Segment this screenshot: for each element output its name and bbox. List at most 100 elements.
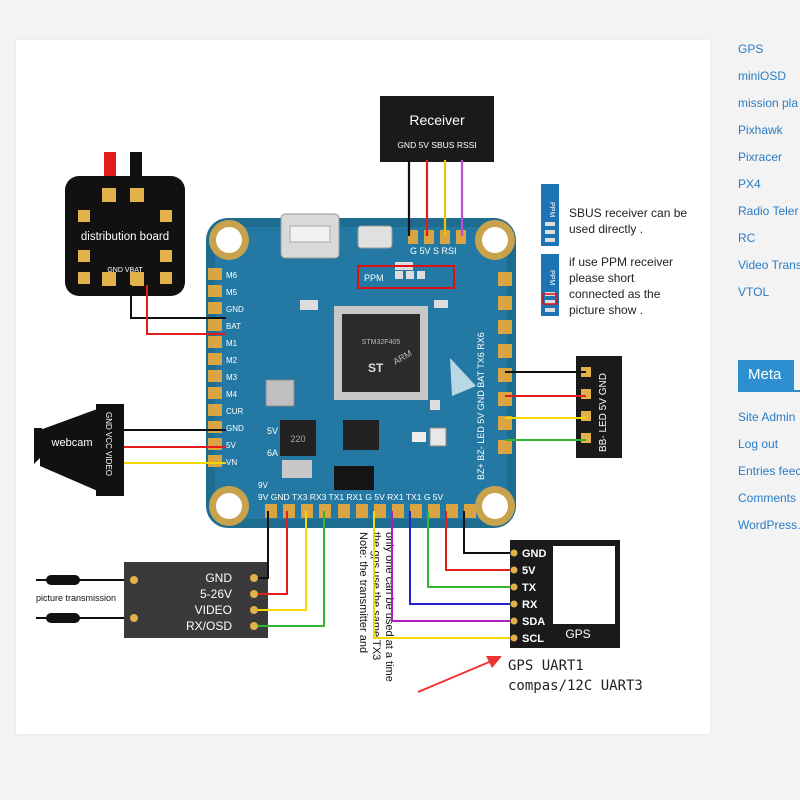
left-pad [208, 370, 222, 382]
left-pad [208, 353, 222, 365]
svg-text:PPM: PPM [548, 202, 555, 217]
left-pad [208, 421, 222, 433]
left-pad [208, 336, 222, 348]
svg-text:SDA: SDA [522, 616, 545, 628]
ppm-highlight-box [357, 265, 455, 289]
svg-text:Receiver: Receiver [409, 112, 465, 128]
sidebar-link[interactable]: GPS [738, 42, 764, 56]
mounting-hole [209, 486, 249, 526]
sidebar-link[interactable]: Video Trans [738, 258, 800, 272]
webcam-wires [124, 429, 226, 464]
meta-heading: Meta [738, 360, 794, 390]
svg-text:GND: GND [205, 571, 232, 585]
sidebar-link[interactable]: Radio Teler [738, 204, 799, 218]
fc-receiver-pad-labels: G 5V S RSI [410, 246, 457, 256]
svg-text:GND: GND [522, 548, 547, 560]
bottom-pad-group: 9V GND TX3 RX3 TX1 RX1 G 5V RX1 TX1 G 5V [258, 492, 476, 518]
svg-text:GND 5V SBUS RSSI: GND 5V SBUS RSSI [397, 140, 476, 150]
receiver-wires [407, 160, 464, 236]
sidebar-link[interactable]: miniOSD [738, 69, 787, 83]
svg-text:BB- LED 5V GND: BB- LED 5V GND [598, 373, 609, 452]
content-card: STM32F405 ARM ST 220 5V 6A 9V PPM G 5V S… [16, 40, 710, 734]
svg-text:webcam: webcam [51, 437, 93, 449]
ppm-jumper-icon: PPM [541, 254, 559, 316]
sbus-jumper-icon: PPM [541, 184, 559, 246]
led-wires [505, 371, 586, 441]
wiring-diagram-image: STM32F405 ARM ST 220 5V 6A 9V PPM G 5V S… [34, 96, 687, 694]
svg-text:5-26V: 5-26V [200, 587, 232, 601]
mcu-chip: STM32F405 ARM ST [334, 306, 428, 400]
svg-text:220: 220 [290, 434, 305, 444]
svg-text:PPM: PPM [364, 273, 384, 283]
webcam-module: webcam GND VCC VIDEO [34, 404, 124, 496]
left-pad-label: 5V [226, 441, 236, 450]
mounting-hole [475, 486, 515, 526]
sidebar-link[interactable]: mission pla [738, 96, 799, 110]
vtx-wires [258, 511, 325, 627]
svg-text:TX: TX [522, 582, 537, 594]
receiver-module: Receiver GND 5V SBUS RSSI [380, 96, 494, 162]
left-pad-label: GND [226, 305, 244, 314]
left-pad-label: M3 [226, 373, 238, 382]
gps-module: GPS GND 5V TX RX SDA SCL [510, 540, 620, 648]
sidebar-link[interactable]: Pixhawk [738, 123, 783, 137]
left-pad-label: M5 [226, 288, 238, 297]
svg-text:distribution board: distribution board [81, 231, 169, 243]
video-transmitter: picture transmission GND 5-26V VIDEO RX/… [36, 562, 268, 638]
svg-text:RX: RX [522, 599, 538, 611]
left-pad [208, 404, 222, 416]
mounting-hole [209, 220, 249, 260]
svg-text:ST: ST [368, 361, 384, 375]
left-pad-label: BAT [226, 322, 241, 331]
distribution-wires [130, 285, 226, 335]
svg-text:9V GND TX3 RX3 TX1 RX1 G 5V RX: 9V GND TX3 RX3 TX1 RX1 G 5V RX1 TX1 G 5V [258, 492, 444, 502]
distribution-board: distribution board GND VBAT [65, 152, 185, 296]
gps-arrow [417, 656, 502, 693]
left-pad-label: M1 [226, 339, 238, 348]
svg-text:STM32F405: STM32F405 [362, 339, 401, 346]
left-pad-label: M4 [226, 390, 238, 399]
sidebar-link[interactable]: VTOL [738, 285, 770, 299]
meta-link[interactable]: Log out [738, 437, 779, 451]
transmitter-gps-note: Note: the transmitter andthe gps use the… [357, 532, 395, 682]
svg-text:VIDEO: VIDEO [195, 603, 232, 617]
meta-link[interactable]: Entries feec [738, 464, 800, 478]
left-pad [208, 387, 222, 399]
sidebar-link[interactable]: RC [738, 231, 756, 245]
svg-text:PPM: PPM [548, 270, 555, 285]
svg-text:RX/OSD: RX/OSD [186, 619, 232, 633]
flight-controller-board: STM32F405 ARM ST 220 5V 6A 9V PPM G 5V S… [206, 213, 516, 528]
svg-text:SCL: SCL [522, 633, 544, 645]
svg-text:9V: 9V [258, 481, 268, 490]
svg-text:GPS: GPS [565, 627, 590, 641]
svg-text:5V: 5V [267, 426, 278, 436]
meta-link[interactable]: Site Admin [738, 410, 796, 424]
left-pad [208, 438, 222, 450]
meta-link[interactable]: WordPress. [738, 518, 800, 532]
svg-text:5V: 5V [522, 565, 536, 577]
left-pad-label: M6 [226, 271, 238, 280]
sidebar-link[interactable]: Pixracer [738, 150, 783, 164]
left-pad-label: VN [226, 458, 237, 467]
boot-button [357, 225, 393, 249]
left-pad [208, 285, 222, 297]
left-pad-label: CUR [226, 407, 244, 416]
left-pad [208, 268, 222, 280]
meta-link[interactable]: Comments [738, 491, 797, 505]
svg-text:picture transmission: picture transmission [36, 593, 116, 603]
gps-wires [373, 511, 510, 639]
left-pad-label: GND [226, 424, 244, 433]
svg-text:6A: 6A [267, 448, 278, 458]
left-pad-label: M2 [226, 356, 238, 365]
meta-divider [738, 390, 800, 392]
sidebar-link[interactable]: PX4 [738, 177, 761, 191]
left-pad [208, 455, 222, 467]
svg-text:GND VCC VIDEO: GND VCC VIDEO [104, 412, 113, 476]
svg-text:BZ+ BZ- LED 5V GND BAT TX6 RX6: BZ+ BZ- LED 5V GND BAT TX6 RX6 [476, 332, 486, 480]
left-pad [208, 319, 222, 331]
